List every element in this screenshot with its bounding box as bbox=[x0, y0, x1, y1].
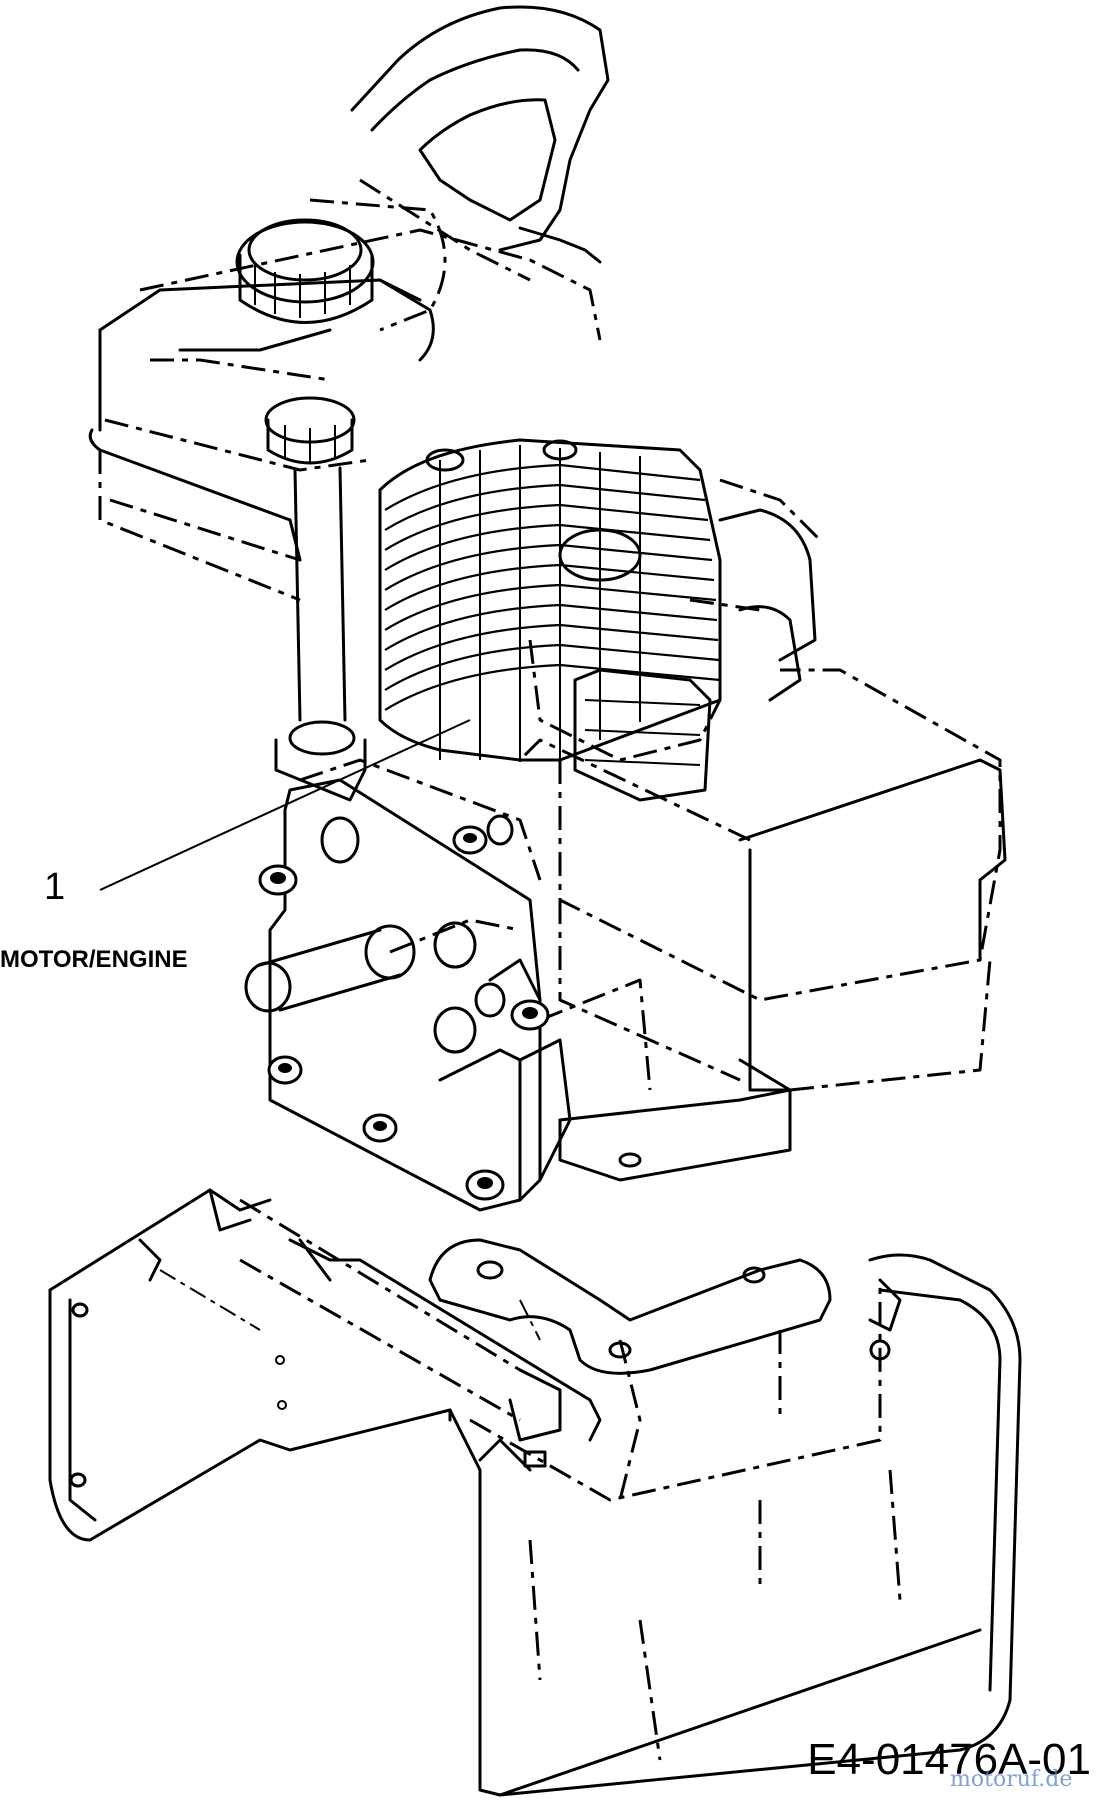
starter-handle bbox=[350, 5, 610, 282]
ignition-lead bbox=[689, 478, 822, 702]
engine-cover-plate bbox=[268, 758, 652, 1212]
mounting-bolts bbox=[258, 814, 550, 1201]
bolt-icon bbox=[258, 864, 298, 896]
engine-mounting-frame bbox=[48, 1188, 1022, 1797]
drawing-number: E4-01476A-01 bbox=[807, 1735, 1091, 1784]
fuel-cap bbox=[235, 198, 447, 332]
bolt-icon bbox=[465, 1169, 505, 1201]
callout-label: MOTOR/ENGINE bbox=[0, 946, 188, 973]
bolt-icon bbox=[452, 825, 488, 855]
bolt-icon bbox=[510, 999, 550, 1031]
watermark-logo: motoruf.de bbox=[948, 1760, 1098, 1796]
oil-fill-tube bbox=[264, 396, 367, 802]
bolt-icon bbox=[362, 1113, 398, 1143]
crankshaft bbox=[244, 918, 521, 1013]
fuel-tank bbox=[88, 228, 602, 602]
bolt-icon bbox=[267, 1055, 303, 1085]
callout-leader-line bbox=[99, 719, 471, 891]
callout-number: 1 bbox=[44, 866, 66, 908]
cylinder-head bbox=[378, 438, 722, 802]
engine-block bbox=[518, 668, 1007, 1182]
watermark-logo-text: motoruf.de bbox=[950, 1767, 1072, 1792]
